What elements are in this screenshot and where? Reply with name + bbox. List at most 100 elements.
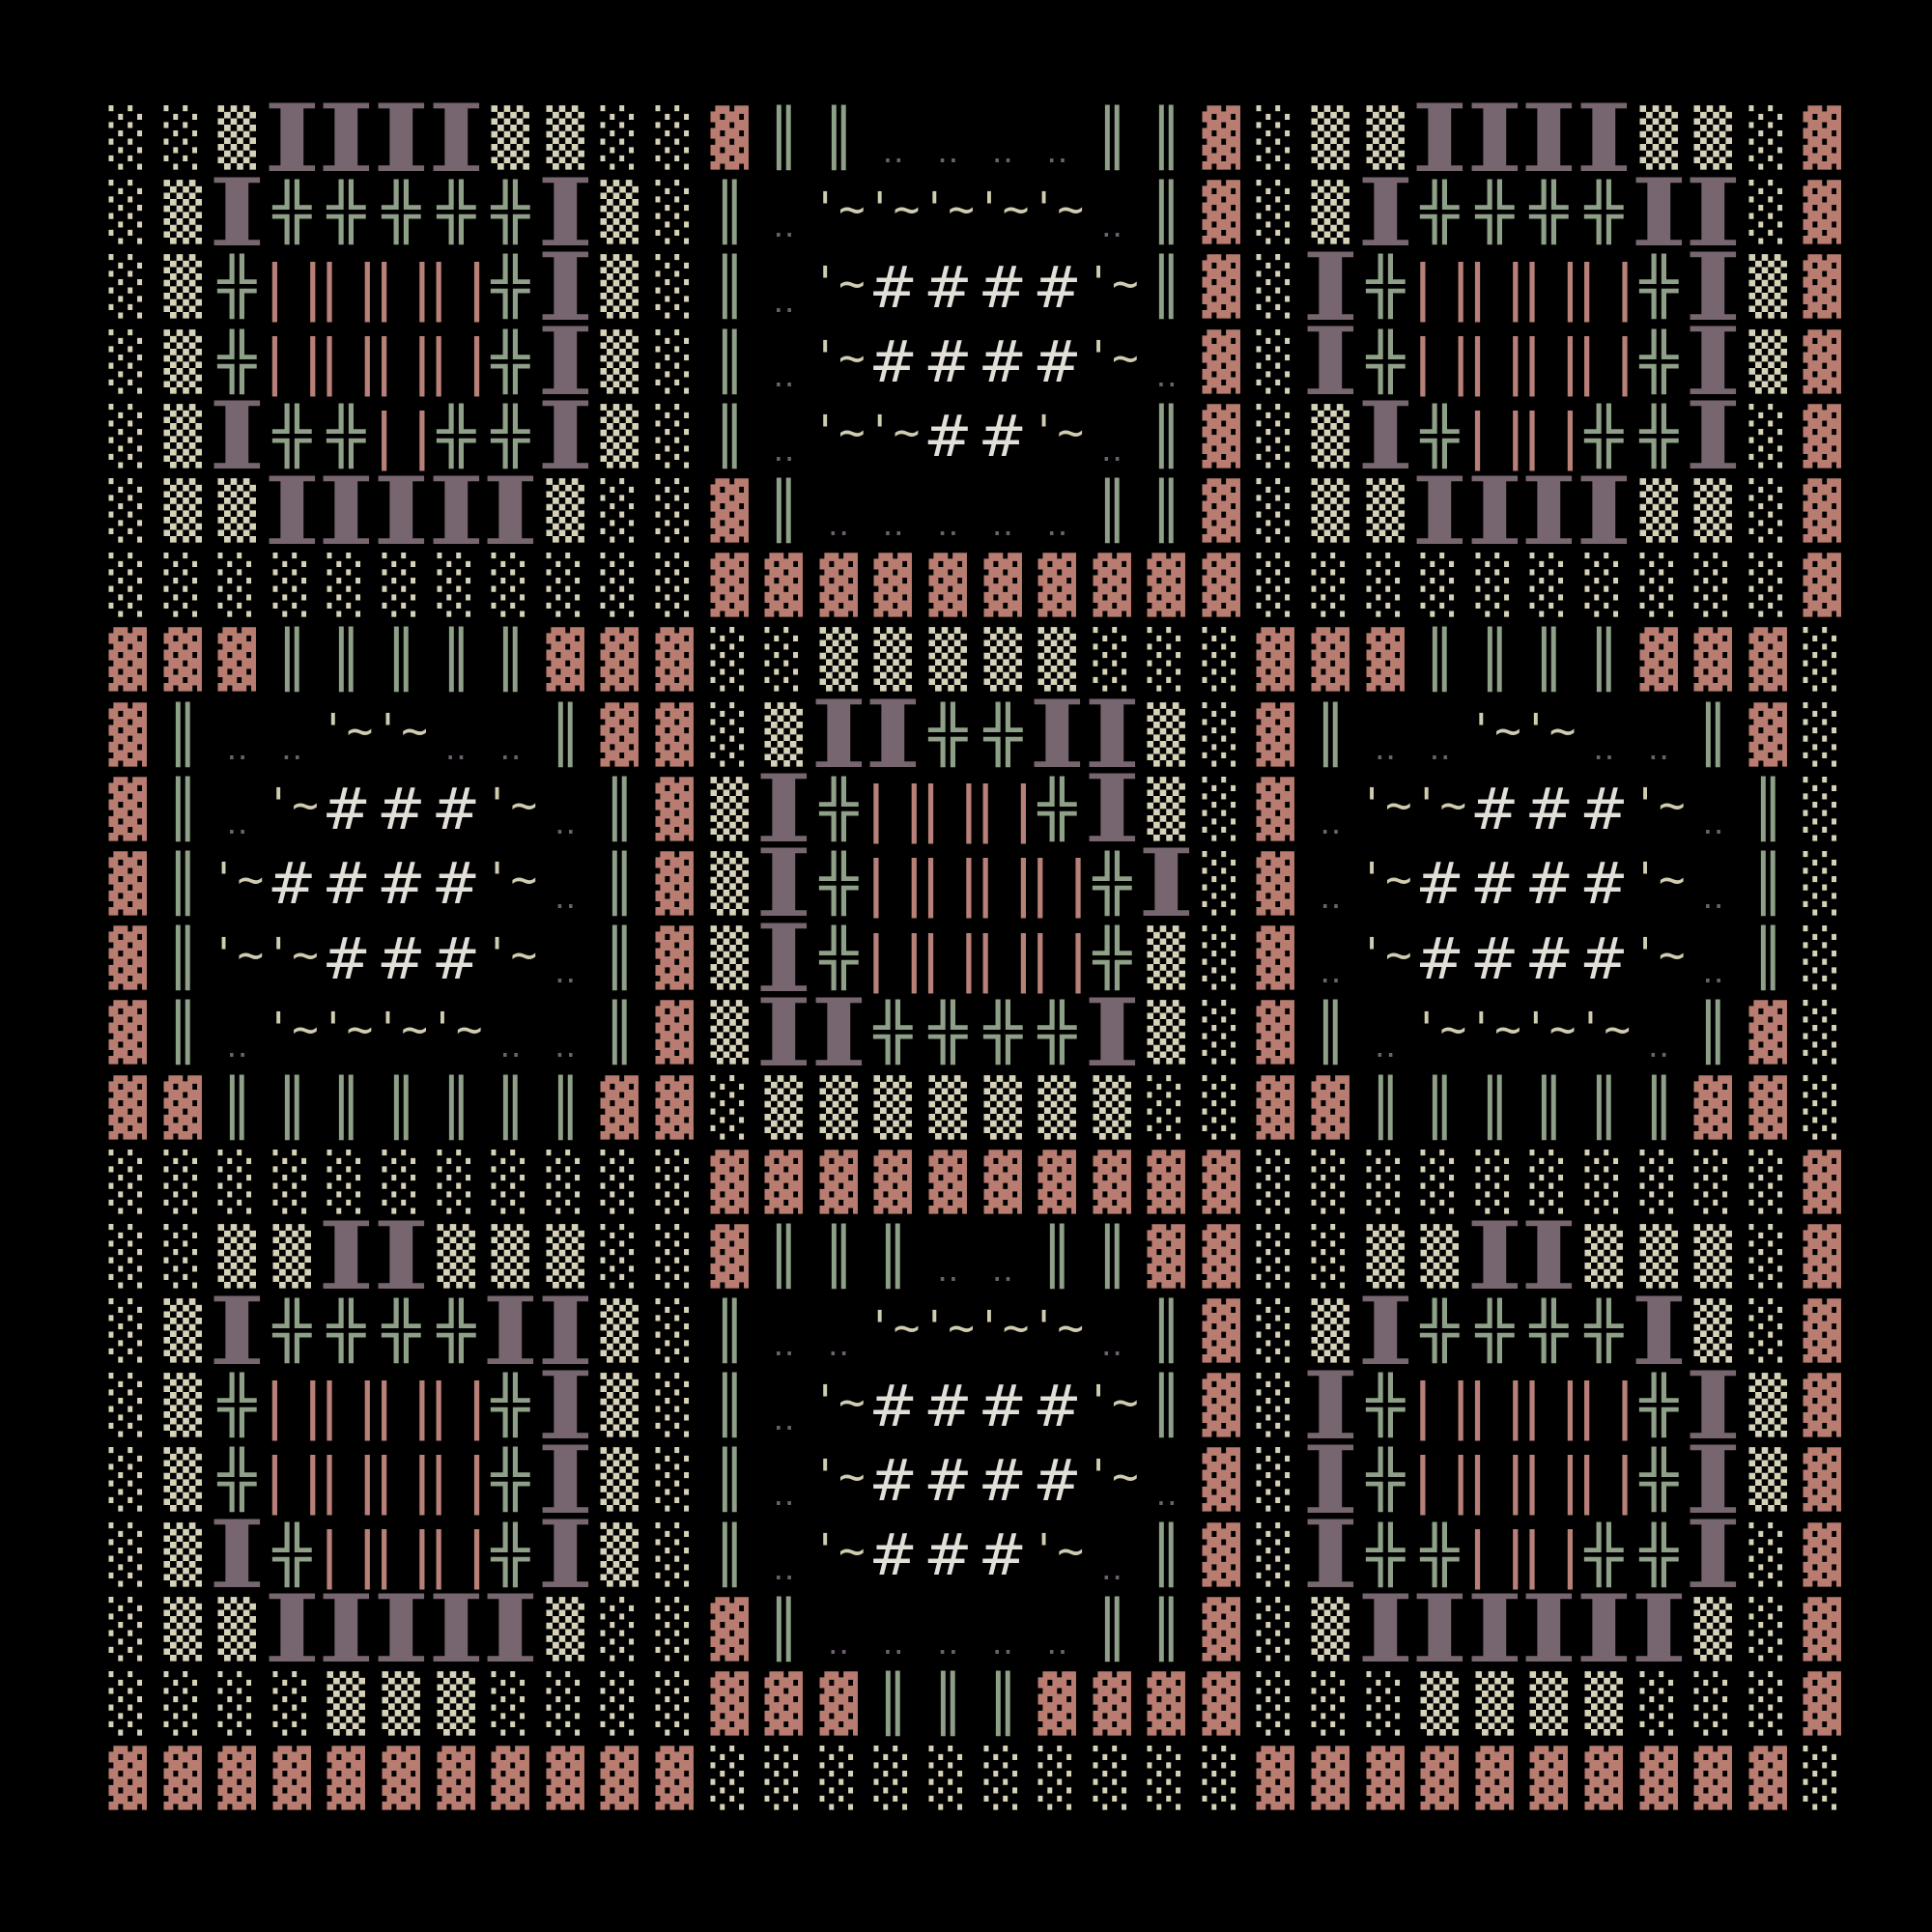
double-bar-glyph: ║	[1038, 1224, 1076, 1289]
pipe-glyph: |	[311, 250, 374, 325]
serif-i-glyph: I	[481, 456, 540, 566]
pipe-glyph: |	[257, 250, 320, 325]
serif-i-glyph: I	[1356, 157, 1414, 268]
hash-glyph: #	[923, 1446, 973, 1515]
two-dot-glyph: ‥	[773, 430, 795, 469]
tilde-glyph: ~	[1030, 1519, 1085, 1593]
double-bar-glyph: ║	[492, 1075, 529, 1140]
pipe-glyph: |	[421, 326, 484, 400]
double-cross-glyph: ╬	[1037, 777, 1077, 841]
light-shade-cell: ░	[1693, 1672, 1733, 1737]
double-bar-glyph: ║	[601, 777, 639, 841]
dark-shade-cell: ▓	[655, 1001, 694, 1065]
light-shade-cell: ░	[1257, 106, 1295, 171]
two-dot-glyph: ‥	[554, 952, 577, 992]
double-bar-glyph: ║	[164, 926, 201, 991]
dark-shade-cell: ▓	[108, 1747, 148, 1811]
pipe-glyph: |	[311, 1443, 374, 1518]
light-shade-cell: ░	[655, 1299, 694, 1364]
hash-glyph: #	[377, 776, 426, 844]
medium-shade-cell: ▒	[163, 255, 202, 320]
medium-shade-cell: ▒	[217, 479, 257, 544]
medium-shade-cell: ▒	[1584, 1672, 1624, 1737]
serif-i-glyph: I	[1684, 1350, 1743, 1461]
two-dot-glyph: ‥	[827, 1623, 850, 1662]
medium-shade-cell: ▒	[163, 479, 202, 544]
light-shade-cell: ░	[655, 1224, 694, 1289]
dark-shade-cell: ▓	[655, 1747, 694, 1811]
medium-shade-cell: ▒	[1529, 1672, 1569, 1737]
light-shade-cell: ░	[600, 1150, 639, 1214]
light-shade-cell: ░	[1475, 1150, 1514, 1214]
pipe-glyph: |	[421, 1369, 484, 1443]
tilde-glyph: ~	[811, 176, 867, 250]
dark-shade-cell: ▓	[1037, 1672, 1077, 1737]
medium-shade-cell: ▒	[1311, 479, 1350, 544]
double-bar-glyph: ║	[874, 1224, 912, 1289]
medium-shade-cell: ▒	[163, 1448, 202, 1513]
serif-i-glyph: I	[754, 754, 813, 865]
light-shade-cell: ░	[1803, 1075, 1842, 1140]
light-shade-cell: ░	[1257, 255, 1295, 320]
tilde-glyph: ~	[811, 1519, 867, 1593]
light-shade-cell: ░	[1257, 1374, 1295, 1438]
light-shade-cell: ░	[108, 1448, 148, 1513]
hash-glyph: #	[1415, 924, 1464, 993]
medium-shade-cell: ▒	[1366, 106, 1405, 171]
double-cross-glyph: ╬	[1366, 1448, 1405, 1513]
double-bar-glyph: ║	[765, 106, 803, 171]
double-bar-glyph: ║	[1530, 628, 1568, 693]
hash-glyph: #	[1033, 1446, 1082, 1515]
medium-shade-cell: ▒	[491, 1224, 530, 1289]
dark-shade-cell: ▓	[1147, 1150, 1186, 1214]
tilde-glyph: ~	[921, 1294, 976, 1369]
light-shade-cell: ░	[108, 329, 148, 394]
tilde-glyph: ~	[1085, 250, 1140, 325]
serif-i-glyph: I	[1301, 307, 1359, 417]
medium-shade-cell: ▒	[600, 181, 639, 245]
dark-shade-cell: ▓	[1529, 1747, 1569, 1811]
dark-shade-cell: ▓	[1803, 1224, 1842, 1289]
dark-shade-cell: ▓	[1803, 329, 1842, 394]
double-bar-glyph: ║	[1148, 181, 1185, 245]
dark-shade-cell: ▓	[1202, 1224, 1240, 1289]
light-shade-cell: ░	[1475, 554, 1514, 618]
light-shade-cell: ░	[382, 554, 420, 618]
pipe-glyph: |	[1514, 1369, 1577, 1443]
double-bar-glyph: ║	[1094, 1224, 1130, 1289]
tilde-glyph: ~	[1030, 1294, 1085, 1369]
serif-i-glyph: I	[1520, 1202, 1578, 1312]
dark-shade-cell: ▓	[1803, 1374, 1842, 1438]
hash-glyph: #	[322, 850, 371, 919]
tilde-glyph: ~	[483, 847, 538, 922]
light-shade-cell: ░	[491, 1672, 530, 1737]
medium-shade-cell: ▒	[600, 1374, 639, 1438]
light-shade-cell: ░	[1202, 851, 1240, 916]
double-cross-glyph: ╬	[217, 1448, 257, 1513]
two-dot-glyph: ‥	[1374, 728, 1397, 768]
tilde-glyph: ~	[429, 996, 484, 1070]
two-dot-glyph: ‥	[882, 132, 904, 172]
serif-i-glyph: I	[263, 456, 321, 566]
double-cross-glyph: ╬	[1639, 404, 1678, 469]
double-bar-glyph: ║	[273, 1075, 310, 1140]
medium-shade-cell: ▒	[928, 1075, 967, 1140]
double-cross-glyph: ╬	[1639, 329, 1678, 394]
double-bar-glyph: ║	[1148, 1522, 1185, 1587]
hash-glyph: #	[377, 924, 426, 993]
pipe-glyph: |	[311, 1369, 374, 1443]
serif-i-glyph: I	[536, 1425, 594, 1535]
double-bar-glyph: ║	[1476, 628, 1514, 693]
light-shade-cell: ░	[983, 1747, 1022, 1811]
double-cross-glyph: ╬	[1420, 181, 1460, 245]
light-shade-cell: ░	[1202, 777, 1240, 841]
double-cross-glyph: ╬	[1366, 255, 1405, 320]
double-bar-glyph: ║	[710, 255, 748, 320]
dark-shade-cell: ▓	[600, 628, 639, 693]
serif-i-glyph: I	[536, 382, 594, 492]
medium-shade-cell: ▒	[1639, 479, 1678, 544]
two-dot-glyph: ‥	[936, 132, 959, 172]
serif-i-glyph: I	[1575, 83, 1633, 193]
dark-shade-cell: ▓	[546, 628, 584, 693]
tilde-glyph: ~	[483, 773, 538, 847]
